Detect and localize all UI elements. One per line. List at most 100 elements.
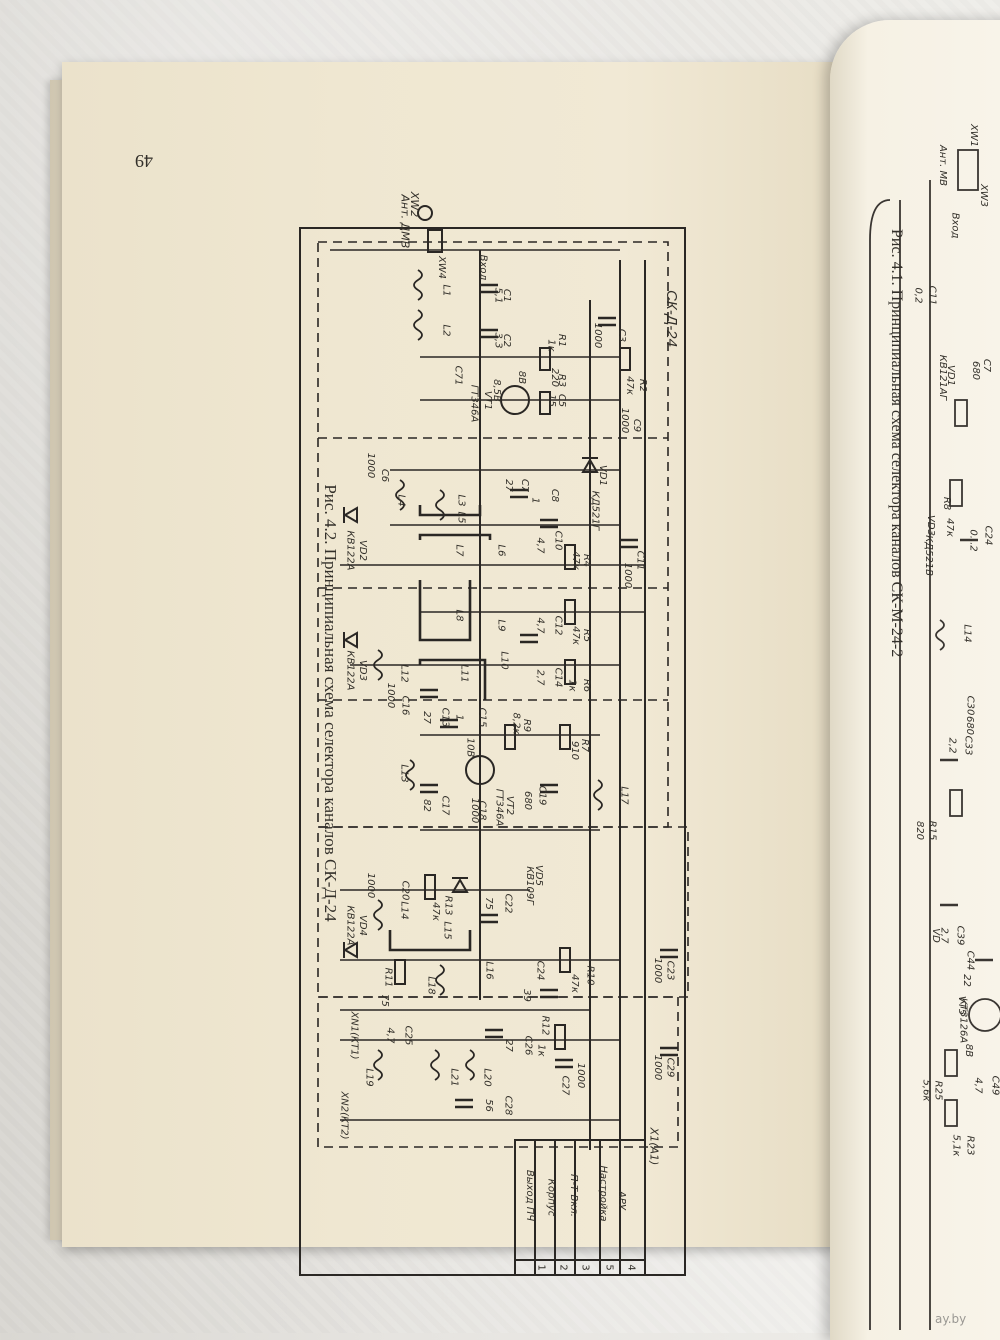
pin-5-number: 5 <box>603 1264 615 1271</box>
l5-label: L5 <box>455 511 467 524</box>
c20-value: 1000 <box>365 872 377 899</box>
pin-1-number: 1 <box>535 1264 547 1271</box>
pin-5-name: Настройка <box>597 1165 609 1222</box>
l1-label: L1 <box>440 284 452 297</box>
c8-ref: C8 <box>549 488 561 503</box>
c17-ref: C17 <box>439 795 451 816</box>
vd3-value: КВ122А <box>344 650 356 691</box>
right-c11-value: 0,2 <box>912 287 924 304</box>
c9-value: 1000 <box>619 407 631 434</box>
c26-value: 27 <box>502 1039 514 1052</box>
c29-ref: C29 <box>664 1057 676 1078</box>
capacitors <box>420 283 678 1109</box>
c13-value: 27 <box>420 711 432 724</box>
vt2-ref: VT2 <box>504 795 516 816</box>
right-figure-caption: Рис. 4.1. Принципиальная схема селектора… <box>888 229 905 658</box>
right-c24-ref: C24 <box>982 525 994 546</box>
input-label: Вход <box>477 254 489 281</box>
l16-label: L16 <box>483 961 495 980</box>
right-vd3-ref: VD3 <box>924 515 936 536</box>
vd1-value: КД521Г <box>589 490 601 531</box>
l7-label: L7 <box>453 544 465 557</box>
l8-label: L8 <box>453 609 465 622</box>
c12-value: 4,7 <box>534 617 546 634</box>
c24-ref: C24 <box>534 960 546 981</box>
vt1-value: ГТ346А <box>468 384 480 423</box>
c16-ref: C16 <box>399 695 411 716</box>
r2-ref: R2 <box>637 378 649 393</box>
r9-value: 8,2к <box>510 712 522 735</box>
c5-ref: C5 <box>556 393 568 408</box>
c14-ref: C14 <box>552 667 564 688</box>
c71-ref: C71 <box>452 365 464 386</box>
right-c33-ref: C33 <box>962 735 974 756</box>
right-l14-ref: L14 <box>961 624 973 643</box>
antenna-connector-symbol <box>417 205 433 221</box>
c6-value: 1000 <box>365 452 377 479</box>
right-r15-ref: R15 <box>926 820 938 841</box>
c7-ref: C7 <box>519 478 531 493</box>
l10-label: L10 <box>498 651 510 670</box>
right-c49-ref: C49 <box>989 1075 1000 1096</box>
right-r25-value: 5,6к <box>920 1079 932 1102</box>
right-c44-value: 22 <box>960 974 972 987</box>
l11-label: L11 <box>458 664 470 683</box>
page-number: 49 <box>135 151 153 171</box>
right-c39-ref: C39 <box>954 925 966 946</box>
vd5-value: КВ109Г <box>523 866 535 905</box>
right-vd-ref: VD <box>929 928 941 943</box>
c25-value: 4,7 <box>384 1027 396 1044</box>
vd2-value: КВ122А <box>344 530 356 571</box>
l12-label: L12 <box>398 664 410 683</box>
c19-ref: C19 <box>536 785 548 806</box>
c28-value: 56 <box>482 1099 494 1112</box>
pin-2-number: 2 <box>557 1264 569 1271</box>
wires <box>330 249 645 1121</box>
right-r23-value: 5,1к <box>950 1134 962 1157</box>
shield-sections <box>317 241 689 1148</box>
l20-label: L20 <box>481 1068 493 1087</box>
outer-frame <box>299 227 686 1276</box>
r11-ref: R11 <box>382 967 394 988</box>
c25-ref: C25 <box>402 1025 414 1046</box>
block-title: СК-Д-24 <box>662 290 680 347</box>
l15-label: L15 <box>441 921 453 940</box>
r4-value: 47к <box>569 551 581 570</box>
c2-value: 3,3 <box>492 332 504 349</box>
input-connector-label: XW4 <box>436 255 448 280</box>
diodes <box>343 457 599 959</box>
output-connector-label: X1(А1) <box>647 1127 661 1166</box>
output-connector-block <box>514 1139 646 1276</box>
voltage-8v: 8В <box>516 370 528 385</box>
right-vd1-value: КВ121АГ <box>937 354 949 401</box>
right-vt5-value: КТ3126А <box>957 997 969 1044</box>
right-connector-xw3: XW3 <box>978 183 990 208</box>
right-connector-xw1: XW1 <box>968 123 980 148</box>
right-c33-value: 2,2 <box>946 737 958 754</box>
r5-ref: R5 <box>581 628 593 643</box>
left-page <box>62 62 862 1247</box>
resistors <box>394 347 631 1050</box>
right-r25-ref: R25 <box>932 1080 944 1101</box>
c9-ref: C9 <box>631 418 643 433</box>
r13-ref: R13 <box>442 895 454 916</box>
r7-ref: R7 <box>579 738 591 753</box>
c10-value: 4,7 <box>534 537 546 554</box>
l4-label: L4 <box>395 494 407 507</box>
vd4-value: КВ122А <box>344 905 356 946</box>
c26-ref: C26 <box>522 1035 534 1056</box>
pin-4-name: АРУ <box>615 1191 627 1210</box>
vd4-ref: VD4 <box>356 915 368 936</box>
c22-ref: C22 <box>502 893 514 914</box>
right-c24-value: 0...2 <box>967 529 979 552</box>
r7-value: 910 <box>569 740 581 761</box>
c28-ref: C28 <box>502 1095 514 1116</box>
l2-label: L2 <box>440 324 452 337</box>
c22-value: 75 <box>482 897 494 910</box>
r13-value: 47к <box>429 902 441 921</box>
right-c11-ref: C11 <box>926 285 938 306</box>
c10-ref: C10 <box>552 530 564 551</box>
c23-ref: C23 <box>664 960 676 981</box>
c27-ref: C27 <box>559 1075 571 1096</box>
c7-value: 27 <box>502 479 514 492</box>
